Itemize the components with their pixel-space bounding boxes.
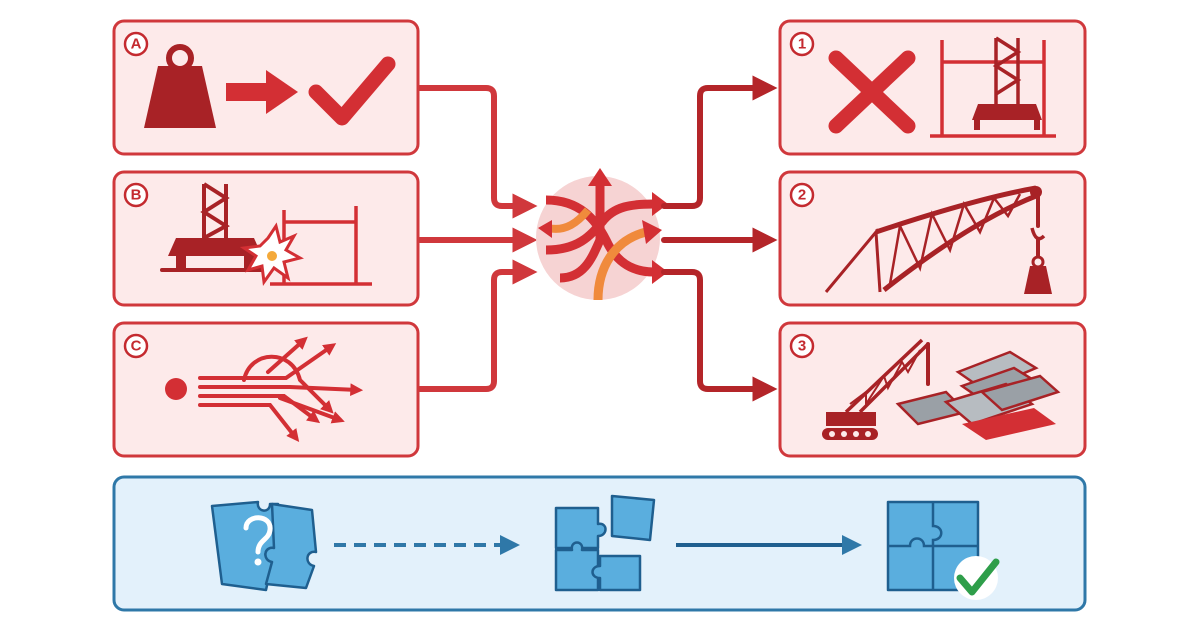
badge-2: 2	[789, 182, 815, 208]
puzzle-complete-check-icon	[886, 500, 1000, 600]
badge-b-label: B	[131, 187, 142, 204]
badge-a: A	[123, 31, 149, 57]
badge-1: 1	[789, 31, 815, 57]
badge-3-label: 3	[798, 338, 806, 355]
badge-c-label: C	[131, 338, 142, 355]
output-box-3: 3	[778, 321, 1087, 458]
reject-tower-icon	[828, 36, 1056, 138]
connector-hub-to-1	[661, 75, 778, 209]
input-box-b: B	[112, 170, 420, 307]
scatter-paths-icon	[165, 336, 364, 443]
boom-crane-lift-icon	[824, 185, 1052, 294]
puzzle-question-icon	[210, 500, 318, 592]
puzzle-partial-icon	[554, 494, 656, 592]
badge-1-label: 1	[798, 36, 806, 53]
badge-b: B	[123, 182, 149, 208]
badge-c: C	[123, 333, 149, 359]
tower-collision-icon	[160, 182, 372, 286]
badge-3: 3	[789, 333, 815, 359]
output-box-1: 1	[778, 19, 1087, 156]
connector-a-to-hub	[417, 85, 538, 219]
badge-a-label: A	[131, 36, 142, 53]
input-box-a: A	[112, 19, 420, 156]
connector-hub-to-3	[661, 269, 778, 402]
output-box-2: 2	[778, 170, 1087, 307]
tangled-arrows-icon	[536, 168, 668, 301]
solution-flow-panel	[112, 475, 1087, 612]
connector-c-to-hub	[417, 259, 538, 392]
badge-2-label: 2	[798, 187, 806, 204]
weight-to-check-icon	[144, 44, 396, 128]
input-box-c: C	[112, 321, 420, 458]
crawler-crane-plates-icon	[822, 338, 1061, 440]
